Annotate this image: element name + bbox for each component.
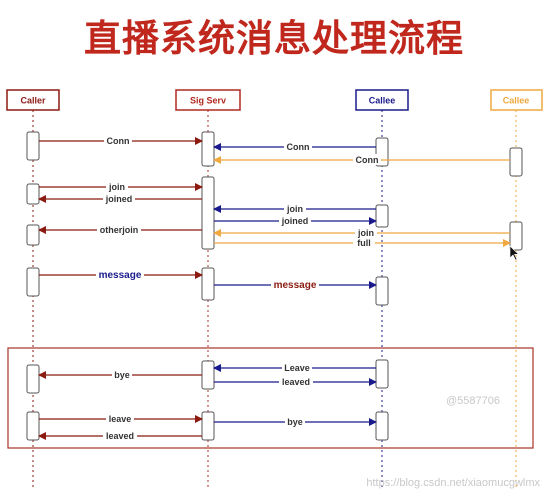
label-conn-callee: Conn (287, 142, 310, 152)
participant-caller-label: Caller (20, 96, 46, 106)
activation-caller-2 (26, 183, 40, 205)
participant-callee2-label: Callee (503, 96, 530, 106)
activation-callee-4 (375, 359, 389, 389)
participant-callee-box (355, 89, 409, 111)
activation-sigserv-1 (201, 131, 215, 167)
activation-callee-2 (375, 204, 389, 228)
activation-callee-5 (375, 411, 389, 441)
activation-sigserv-2 (201, 176, 215, 250)
activation-caller-3 (26, 224, 40, 246)
label-bye-callee: bye (287, 417, 303, 427)
participant-sigserv-label: Sig Serv (190, 96, 226, 106)
activation-callee2-1 (509, 147, 523, 177)
activation-callee-3 (375, 276, 389, 306)
participant-sigserv-box (175, 89, 241, 111)
activation-caller-6 (26, 411, 40, 441)
label-leave-callee: Leave (284, 363, 310, 373)
label-join-callee2: join (357, 228, 374, 238)
leave-section-frame (7, 347, 534, 449)
label-join-callee: join (286, 204, 303, 214)
watermark-url: https://blog.csdn.net/xiaomucgwlmx (366, 477, 540, 489)
label-full: full (357, 238, 371, 248)
participant-caller-box (6, 89, 60, 111)
activation-caller-4 (26, 267, 40, 297)
activation-callee2-2 (509, 221, 523, 251)
activation-caller-5 (26, 364, 40, 394)
label-joined-caller: joined (105, 194, 133, 204)
activation-sigserv-3 (201, 267, 215, 301)
label-bye: bye (114, 370, 130, 380)
page-title: 直播系统消息处理流程 (84, 17, 464, 60)
label-leaved-callee: leaved (282, 377, 310, 387)
activation-sigserv-4 (201, 360, 215, 390)
label-conn-caller: Conn (107, 136, 130, 146)
label-join-caller: join (108, 182, 125, 192)
label-otherjoin: otherjoin (100, 225, 139, 235)
label-message-callee: message (274, 280, 317, 291)
activation-sigserv-5 (201, 411, 215, 441)
activation-caller-1 (26, 131, 40, 161)
participant-callee2-box (490, 89, 543, 111)
label-joined-callee: joined (281, 216, 309, 226)
participant-callee-label: Callee (369, 96, 396, 106)
label-message-caller: message (99, 270, 142, 281)
label-leaved-caller: leaved (106, 431, 134, 441)
label-leave-caller: leave (109, 414, 132, 424)
cursor-icon (509, 245, 520, 261)
watermark-id: @5587706 (446, 395, 500, 407)
label-conn-callee2: Conn (356, 155, 379, 165)
